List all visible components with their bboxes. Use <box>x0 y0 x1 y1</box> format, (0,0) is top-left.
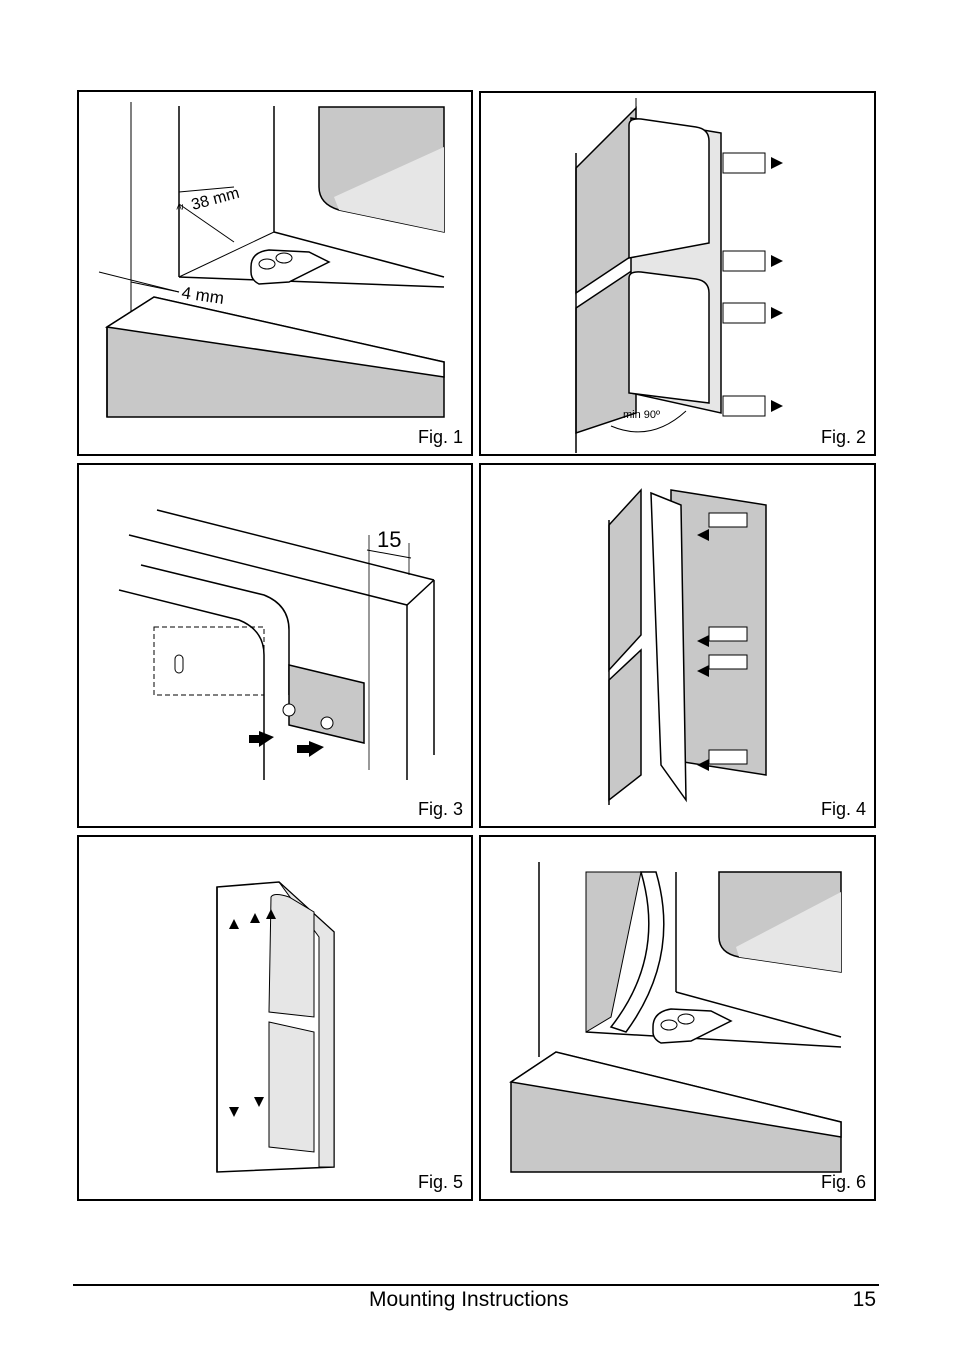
figure-6-drawing <box>509 862 842 1173</box>
figure-2: min 90º Fig. 2 <box>479 91 876 456</box>
figure-5-label: Fig. 5 <box>417 1172 463 1192</box>
dim-label: 15 <box>377 527 401 552</box>
dim-a-prefix: ≥ <box>174 204 186 210</box>
figure-3-drawing: 15 <box>118 509 435 780</box>
figure-5-drawing <box>216 881 335 1173</box>
figure-4-label: Fig. 4 <box>820 799 866 819</box>
figure-4: Fig. 4 <box>479 463 876 828</box>
figure-6: Fig. 6 <box>479 835 876 1201</box>
page-number: 15 <box>852 1288 876 1311</box>
figure-1-drawing: ≥ 38 mm 4 mm <box>98 102 445 418</box>
figure-5: Fig. 5 <box>77 835 473 1201</box>
figure-3: 15 Fig. 3 <box>77 463 473 828</box>
footer-title: Mounting Instructions <box>369 1288 569 1311</box>
figure-4-drawing <box>608 488 767 805</box>
figure-1-label: Fig. 1 <box>417 427 463 447</box>
figure-3-label: Fig. 3 <box>417 799 463 819</box>
footer-rule <box>73 1284 879 1286</box>
figure-2-label: Fig. 2 <box>820 427 866 447</box>
figure-6-label: Fig. 6 <box>820 1172 866 1192</box>
angle-label: min 90º <box>623 409 660 421</box>
figure-1: ≥ 38 mm 4 mm Fig. 1 <box>77 90 473 456</box>
figure-2-drawing: min 90º <box>575 98 783 453</box>
